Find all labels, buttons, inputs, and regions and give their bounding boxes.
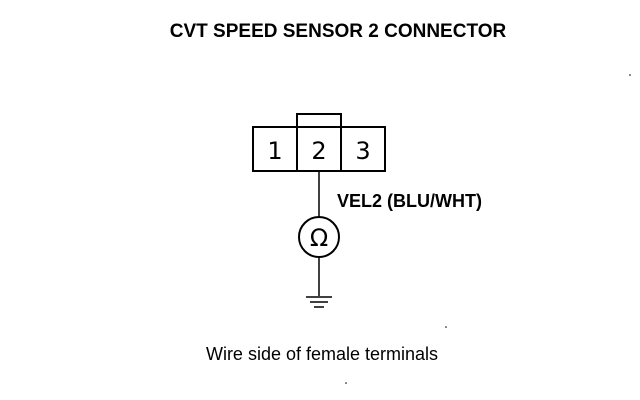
ohm-symbol: Ω — [310, 224, 328, 252]
connector-lock-tab — [296, 113, 342, 127]
ground-icon — [306, 296, 332, 308]
pin-3-label: 3 — [355, 137, 370, 165]
connector: 1 2 3 — [252, 113, 386, 172]
scan-speck — [629, 74, 631, 76]
scan-speck — [445, 326, 447, 328]
wire-label: VEL2 (BLU/WHT) — [337, 191, 482, 211]
scan-speck — [345, 382, 347, 384]
diagram-title: CVT SPEED SENSOR 2 CONNECTOR — [170, 21, 507, 42]
ohmmeter-icon: Ω — [298, 216, 340, 258]
pin-2-label: 2 — [311, 137, 326, 165]
pin-1-label: 1 — [267, 137, 282, 165]
diagram-caption: Wire side of female terminals — [206, 344, 438, 364]
